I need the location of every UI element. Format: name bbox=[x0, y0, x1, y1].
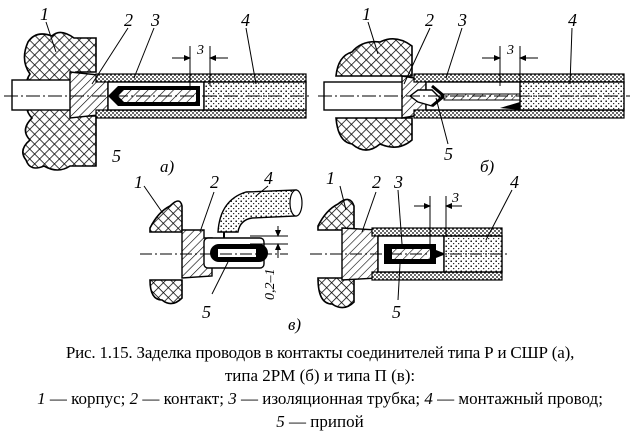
legend-num-4: 4 bbox=[424, 389, 433, 408]
label-5-b: 5 bbox=[444, 144, 453, 164]
legend-text-4: монтажный провод; bbox=[458, 389, 603, 408]
wire-v1 bbox=[217, 189, 297, 233]
label-4-b: 4 bbox=[568, 10, 577, 30]
dim-02-1: 0,2–1 bbox=[263, 269, 278, 301]
caption-legend-line-2: 5 — припой bbox=[276, 412, 364, 431]
label-4-v2: 4 bbox=[510, 172, 519, 192]
diagram-b: 3 1 2 3 4 5 б) bbox=[318, 4, 630, 176]
caption-line-1: Рис. 1.15. Заделка проводов в контакты с… bbox=[65, 343, 575, 362]
legend-text-5: припой bbox=[310, 412, 364, 431]
legend-text-2: контакт; bbox=[163, 389, 224, 408]
tube-a bbox=[95, 73, 307, 83]
label-5-v1: 5 bbox=[202, 302, 211, 322]
legend-text-3: изоляционная трубка; bbox=[262, 389, 421, 408]
label-1-a: 1 bbox=[40, 4, 49, 24]
subfigure-b-label: б) bbox=[480, 157, 495, 176]
label-1-b: 1 bbox=[362, 4, 371, 24]
caption-line-2: типа 2РМ (б) и типа П (в): bbox=[224, 366, 416, 385]
legend-num-1: 1 bbox=[37, 389, 46, 408]
legend-num-3: 3 bbox=[228, 389, 237, 408]
diagram-v-right: 3 1 2 3 4 5 bbox=[310, 168, 519, 322]
label-5-v2: 5 bbox=[392, 302, 401, 322]
label-2-v1: 2 bbox=[210, 172, 219, 192]
label-2-v2: 2 bbox=[372, 172, 381, 192]
dim-3-b: 3 bbox=[506, 43, 514, 58]
housing-v1 bbox=[149, 200, 183, 305]
label-1-v2: 1 bbox=[326, 168, 335, 188]
dim-3-v2: 3 bbox=[451, 191, 459, 206]
label-2-a: 2 bbox=[124, 10, 133, 30]
tube-b bbox=[413, 73, 625, 83]
label-2-b: 2 bbox=[425, 10, 434, 30]
diagram-a: 3 1 2 3 4 5 а) bbox=[4, 4, 312, 176]
subfigure-v-label: в) bbox=[288, 315, 301, 334]
subfigure-a-label: а) bbox=[160, 157, 175, 176]
label-4-a: 4 bbox=[241, 10, 250, 30]
dim-3-a: 3 bbox=[196, 43, 204, 58]
legend-text-1: корпус; bbox=[71, 389, 126, 408]
diagram-v-left: 0,2–1 1 2 4 5 в) bbox=[134, 168, 303, 334]
figure-drawing: 3 1 2 3 4 5 а) 3 1 2 bbox=[4, 4, 630, 334]
label-3-v2: 3 bbox=[393, 172, 403, 192]
legend-num-5: 5 bbox=[276, 412, 285, 431]
figure-caption: Рис. 1.15. Заделка проводов в контакты с… bbox=[0, 341, 640, 433]
label-3-b: 3 bbox=[457, 10, 467, 30]
tube-v2 bbox=[371, 227, 503, 237]
label-5-a: 5 bbox=[112, 146, 121, 166]
label-3-a: 3 bbox=[150, 10, 160, 30]
label-1-v1: 1 bbox=[134, 172, 143, 192]
caption-legend-line-1: 1 — корпус; 2 — контакт; 3 — изоляционна… bbox=[37, 389, 603, 408]
label-4-v1: 4 bbox=[264, 168, 273, 188]
legend-num-2: 2 bbox=[129, 389, 139, 408]
housing-b bbox=[335, 38, 413, 151]
